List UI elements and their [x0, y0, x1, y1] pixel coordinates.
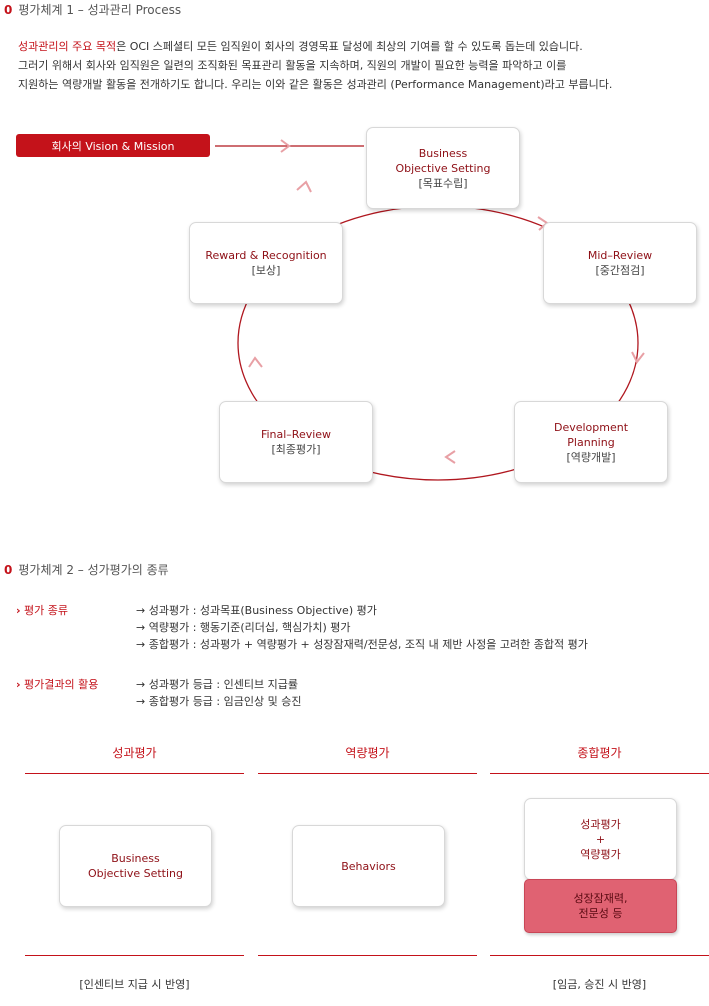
- col3-red-line1: 성장잠재력,: [573, 892, 628, 905]
- col1-box-line1: Business: [111, 852, 160, 865]
- usage-label: 평가결과의 활용: [24, 678, 99, 691]
- col3-bottom-rule: [490, 955, 709, 956]
- dev-sub: [역량개발]: [566, 450, 616, 464]
- reward-recognition-box: Reward & Recognition [보상]: [189, 222, 343, 304]
- col2-box-text: Behaviors: [341, 859, 396, 873]
- usage-item-1: → 성과평가 등급 : 인센티브 지급률: [136, 678, 298, 691]
- col3-combined-box: 성과평가 + 역량평가: [524, 798, 677, 880]
- col3-top-rule: [490, 773, 709, 774]
- section2-marker: 0: [4, 562, 13, 577]
- col3-box-line2: +: [595, 832, 606, 846]
- objective-title-2: Objective Setting: [395, 161, 491, 175]
- section2-title: 평가체계 2 – 성가평가의 종류: [18, 563, 169, 577]
- mid-review-box: Mid–Review [중간점검]: [543, 222, 697, 304]
- section1-marker: 0: [4, 2, 13, 17]
- col3-head: 종합평가: [577, 746, 622, 760]
- vision-mission-label: 회사의 Vision & Mission: [16, 134, 210, 157]
- cycle-arrow-3: [444, 450, 456, 464]
- col1-objective-box: Business Objective Setting: [59, 825, 212, 907]
- col3-box-line1: 성과평가: [580, 817, 621, 831]
- col1-bottom-rule: [25, 955, 244, 956]
- usage-label-row: › 평가결과의 활용: [16, 676, 98, 693]
- col1-head: 성과평가: [112, 746, 157, 760]
- final-title: Final–Review: [260, 428, 332, 441]
- col3-growth-box: 성장잠재력, 전문성 등: [524, 879, 677, 933]
- section2-heading: 0 평가체계 2 – 성가평가의 종류: [4, 561, 169, 578]
- dev-title-1: Development: [553, 420, 629, 434]
- types-item-3: → 종합평가 : 성과평가 + 역량평가 + 성장잠재력/전문성, 조직 내 제…: [136, 638, 588, 651]
- reward-sub: [보상]: [251, 264, 281, 277]
- types-list: → 성과평가 : 성과목표(Business Objective) 평가 → 역…: [136, 602, 588, 653]
- cycle-arrow-4: [248, 356, 263, 368]
- objective-title-1: Business: [418, 146, 468, 160]
- section1-heading: 0 평가체계 1 – 성과관리 Process: [4, 1, 181, 18]
- col2-head: 역량평가: [345, 746, 390, 760]
- final-sub: [최종평가]: [271, 443, 321, 456]
- col3-footer: [임금, 승진 시 반영]: [552, 978, 647, 991]
- vision-connector-arrow: [280, 139, 291, 153]
- intro-line2: 그러기 위해서 회사와 임직원은 일련의 조직화된 목표관리 활동을 지속하며,…: [18, 59, 567, 72]
- intro-paragraph: 성과관리의 주요 목적은 OCI 스페셜티 모든 임직원이 회사의 경영목표 달…: [18, 37, 698, 94]
- col2-bottom-rule: [258, 955, 477, 956]
- reward-title: Reward & Recognition: [205, 249, 327, 262]
- mid-sub: [중간점검]: [595, 264, 645, 277]
- col2-behaviors-box: Behaviors: [292, 825, 445, 907]
- usage-item-2: → 종합평가 등급 : 임금인상 및 승진: [136, 695, 302, 708]
- cycle-arrow-5: [296, 180, 312, 193]
- types-label: 평가 종류: [24, 604, 69, 617]
- intro-line1: 은 OCI 스페셜티 모든 임직원이 회사의 경영목표 달성에 최상의 기여를 …: [116, 40, 583, 53]
- types-item-1: → 성과평가 : 성과목표(Business Objective) 평가: [136, 604, 377, 617]
- col2-top-rule: [258, 773, 477, 774]
- types-label-row: › 평가 종류: [16, 602, 68, 619]
- mid-title: Mid–Review: [587, 249, 653, 262]
- development-planning-box: Development Planning [역량개발]: [514, 401, 668, 483]
- objective-setting-box: Business Objective Setting [목표수립]: [366, 127, 520, 209]
- intro-highlight: 성과관리의 주요 목적: [18, 40, 117, 53]
- col1-footer: [인센티브 지급 시 반영]: [79, 978, 190, 991]
- usage-list: → 성과평가 등급 : 인센티브 지급률 → 종합평가 등급 : 임금인상 및 …: [136, 676, 301, 710]
- col1-box-line2: Objective Setting: [87, 867, 184, 880]
- intro-line3: 지원하는 역량개발 활동을 전개하기도 합니다. 우리는 이와 같은 활동은 성…: [18, 78, 613, 91]
- section1-title: 평가체계 1 – 성과관리 Process: [18, 3, 182, 17]
- col1-top-rule: [25, 773, 244, 774]
- cycle-arrow-2: [631, 351, 645, 364]
- chevron-right-icon: ›: [16, 678, 21, 691]
- col3-red-line2: 전문성 등: [578, 907, 623, 920]
- col3-box-line3: 역량평가: [580, 847, 621, 861]
- chevron-right-icon: ›: [16, 604, 21, 617]
- types-item-2: → 역량평가 : 행동기준(리더십, 핵심가치) 평가: [136, 621, 351, 634]
- objective-sub: [목표수립]: [418, 176, 468, 190]
- final-review-box: Final–Review [최종평가]: [219, 401, 373, 483]
- dev-title-2: Planning: [567, 435, 615, 449]
